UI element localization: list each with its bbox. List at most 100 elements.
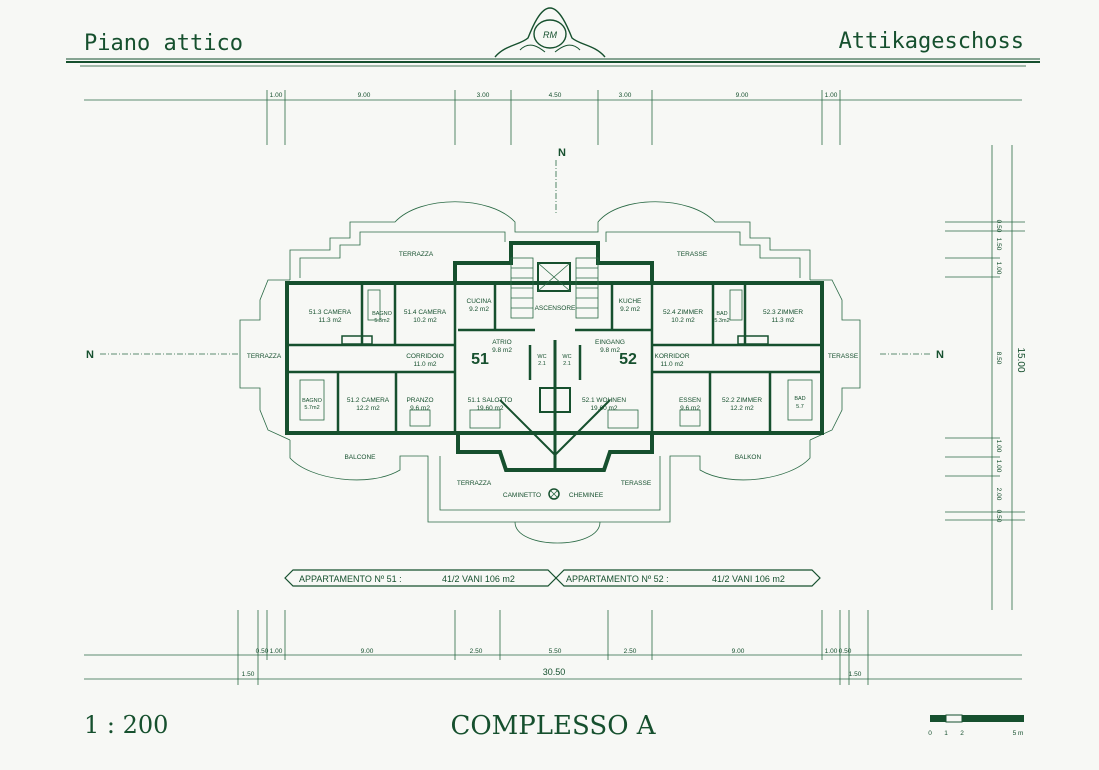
room-52-3-area: 11.3 m2 — [771, 317, 794, 324]
room-terrazza-bottom: TERRAZZA — [457, 480, 492, 487]
room-pranzo: PRANZO — [406, 397, 433, 404]
room-51-3-area: 11.3 m2 — [318, 317, 341, 324]
room-terasse-top: TERASSE — [677, 251, 708, 258]
room-bagno-bottom: BAGNO — [302, 398, 323, 404]
apartment-52-value: 41/2 VANI 106 m2 — [712, 574, 785, 584]
dim-top-1: 1.00 — [270, 92, 283, 99]
room-bad-bottom-area: 5.7 — [796, 404, 804, 410]
apartment-banner: APPARTAMENTO Nº 51 : 41/2 VANI 106 m2 AP… — [284, 569, 821, 587]
dim-bottom-4: 2.50 — [470, 648, 483, 655]
room-wc-51-area: 2.1 — [538, 361, 546, 367]
room-korridor-area: 11.0 m2 — [660, 361, 683, 368]
dim-right-9: 0.50 — [995, 510, 1002, 523]
apartment-51-label: APPARTAMENTO Nº 51 : — [299, 574, 402, 584]
room-terrazza-left: TERRAZZA — [247, 353, 282, 360]
north-marker-left: N — [86, 349, 94, 361]
scale-1: 1 — [944, 730, 948, 737]
dim-bottom-left: 1.50 — [242, 671, 255, 678]
graphic-scale-bar: 0 1 2 5 m — [928, 714, 1024, 737]
room-51-2-camera: 51.2 CAMERA — [347, 397, 390, 404]
scale-5m: 5 m — [1013, 730, 1024, 737]
room-bad-top-area: 5.3m2 — [714, 318, 729, 324]
room-bagno-top-area: 5.3m2 — [374, 318, 389, 324]
unit-number-52: 52 — [619, 351, 637, 368]
dimension-line-right: 0.50 1.50 1.00 8.50 15.00 1.00 1.00 2.00… — [945, 145, 1026, 610]
room-52-3-zimmer: 52.3 ZIMMER — [763, 309, 803, 316]
room-bagno-bottom-area: 5.7m2 — [304, 405, 319, 411]
dim-right-4: 8.50 — [995, 352, 1002, 365]
room-labels: TERRAZZA TERASSE 51.3 CAMERA 11.3 m2 BAG… — [247, 251, 859, 499]
room-51-2-area: 12.2 m2 — [356, 405, 380, 412]
room-52-1-wohnen: 52.1 WOHNEN — [582, 397, 626, 404]
room-51-1-area: 19.60 m2 — [476, 405, 503, 412]
room-kuche-area: 9.2 m2 — [620, 306, 640, 313]
room-atrio: ATRIO — [492, 339, 511, 346]
dim-bottom-9: 0.50 — [839, 648, 852, 655]
room-51-1-salotto: 51.1 SALOTTO — [468, 397, 513, 404]
room-wc-51: WC — [537, 354, 546, 360]
dim-right-6: 1.00 — [995, 440, 1002, 453]
dim-bottom-2: 1.00 — [270, 648, 283, 655]
dim-right-1: 0.50 — [995, 220, 1002, 233]
room-bagno-top: BAGNO — [372, 311, 393, 317]
dim-top-2: 9.00 — [358, 92, 371, 99]
dim-top-4: 4.50 — [549, 92, 562, 99]
dim-right-total: 15.00 — [1015, 347, 1026, 372]
dim-bottom-total: 30.50 — [543, 667, 566, 677]
monogram-text: RM — [543, 30, 557, 40]
room-52-4-area: 10.2 m2 — [671, 317, 695, 324]
dim-right-3: 1.00 — [995, 262, 1002, 275]
room-52-1-area: 19.60 m2 — [590, 405, 617, 412]
room-pranzo-area: 9.6 m2 — [410, 405, 430, 412]
dim-bottom-7: 9.00 — [732, 648, 745, 655]
scale-0: 0 — [928, 730, 932, 737]
interior-walls — [287, 283, 822, 470]
room-atrio-area: 9.8 m2 — [492, 347, 512, 354]
room-bad-bottom: BAD — [794, 396, 805, 402]
room-terrazza-top: TERRAZZA — [399, 251, 434, 258]
scale-label: 1 : 200 — [84, 711, 168, 739]
stair-elevator-core — [510, 257, 599, 413]
room-bad-top: BAD — [716, 311, 727, 317]
header-title-left: Piano attico — [84, 31, 243, 56]
room-52-2-zimmer: 52.2 ZIMMER — [722, 397, 762, 404]
dim-bottom-right: 1.50 — [849, 671, 862, 678]
room-wc-52-area: 2.1 — [563, 361, 571, 367]
dimension-line-top: 1.00 9.00 3.00 4.50 3.00 9.00 1.00 — [84, 90, 1022, 145]
dim-top-7: 1.00 — [825, 92, 838, 99]
room-terasse-right: TERASSE — [828, 353, 859, 360]
room-terasse-bottom: TERASSE — [621, 480, 652, 487]
project-title: COMPLESSO A — [450, 711, 656, 741]
apartment-51-value: 41/2 VANI 106 m2 — [442, 574, 515, 584]
room-essen-area: 9.6 m2 — [680, 405, 700, 412]
monogram-logo: RM — [494, 7, 606, 58]
room-balkon: BALKON — [735, 454, 762, 461]
fireplace-symbol — [548, 488, 560, 500]
dim-right-7: 1.00 — [995, 460, 1002, 473]
dim-top-3: 3.00 — [477, 92, 490, 99]
room-wc-52: WC — [562, 354, 571, 360]
scale-2: 2 — [960, 730, 964, 737]
room-caminetto: CAMINETTO — [503, 492, 541, 499]
room-eingang-area: 9.8 m2 — [600, 347, 620, 354]
room-51-4-camera: 51.4 CAMERA — [404, 309, 447, 316]
room-kuche: KUCHE — [619, 298, 642, 305]
terrace-outlines — [239, 201, 861, 544]
dim-bottom-1: 0.50 — [256, 648, 269, 655]
room-cheminee: CHEMINEE — [569, 492, 604, 499]
room-eingang: EINGANG — [595, 339, 625, 346]
header-title-right: Attikageschoss — [839, 29, 1024, 54]
dim-bottom-6: 2.50 — [624, 648, 637, 655]
axis-lines — [100, 160, 930, 355]
room-balcone: BALCONE — [344, 454, 376, 461]
room-52-2-area: 12.2 m2 — [730, 405, 754, 412]
room-korridor: KORRIDOR — [654, 353, 689, 360]
dimension-line-bottom: 0.50 1.00 9.00 2.50 5.50 2.50 9.00 1.00 … — [84, 610, 1022, 685]
room-corridoio-area: 11.0 m2 — [413, 361, 436, 368]
room-cucina: CUCINA — [467, 298, 493, 305]
room-cucina-area: 9.2 m2 — [469, 306, 489, 313]
sanitary-fixtures — [299, 289, 813, 429]
dim-right-8: 2.00 — [995, 488, 1002, 501]
dim-bottom-3: 9.00 — [361, 648, 374, 655]
